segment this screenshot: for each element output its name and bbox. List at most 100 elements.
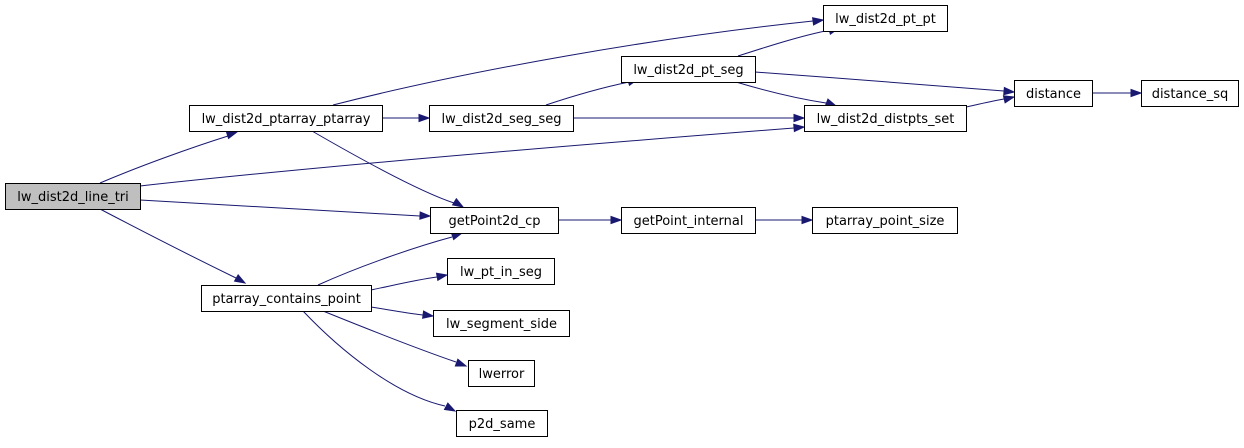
edge-lw-dist2d-ptarray-ptarray-to-getPoint2d-cp bbox=[311, 130, 465, 208]
node-lw-dist2d-distpts-set[interactable]: lw_dist2d_distpts_set bbox=[804, 105, 967, 132]
edge-lw-dist2d-line-tri-to-ptarray-contains-point bbox=[99, 208, 247, 284]
edge-line bbox=[317, 236, 453, 286]
edge-line bbox=[139, 127, 795, 187]
arrowhead-icon bbox=[233, 274, 247, 284]
edge-lw-dist2d-distpts-set-to-distance bbox=[965, 95, 1016, 108]
node-label: lw_dist2d_pt_seg bbox=[633, 63, 743, 78]
arrowhead-icon bbox=[443, 402, 457, 412]
edge-line bbox=[370, 276, 438, 291]
node-lw-dist2d-seg-seg[interactable]: lw_dist2d_seg_seg bbox=[429, 105, 574, 132]
node-label: ptarray_point_size bbox=[826, 214, 945, 229]
edge-ptarray-contains-point-to-lw-segment-side bbox=[370, 306, 435, 319]
arrowhead-icon bbox=[225, 131, 239, 140]
edge-lw-dist2d-ptarray-ptarray-to-lw-dist2d-seg-seg bbox=[382, 113, 431, 123]
node-getPoint-internal[interactable]: getPoint_internal bbox=[621, 207, 756, 234]
edge-line bbox=[322, 310, 457, 363]
edge-lw-dist2d-line-tri-to-lw-dist2d-distpts-set bbox=[139, 123, 806, 187]
edge-line bbox=[139, 199, 421, 217]
node-box bbox=[447, 258, 555, 285]
node-ptarray-point-size[interactable]: ptarray_point_size bbox=[812, 207, 958, 234]
edge-line bbox=[332, 20, 814, 106]
node-box bbox=[621, 56, 756, 83]
node-box bbox=[621, 207, 756, 234]
node-lw-segment-side[interactable]: lw_segment_side bbox=[433, 310, 570, 337]
node-label: lw_dist2d_line_tri bbox=[17, 190, 129, 205]
node-box bbox=[823, 5, 948, 32]
edge-ptarray-contains-point-to-p2d-same bbox=[302, 310, 457, 412]
arrowhead-icon bbox=[812, 17, 825, 26]
edge-getPoint-internal-to-ptarray-point-size bbox=[755, 215, 814, 225]
edge-line bbox=[370, 306, 424, 316]
edge-line bbox=[99, 208, 237, 279]
node-layer: lw_dist2d_line_tri lw_dist2d_ptarray_ptar… bbox=[5, 5, 1239, 437]
node-box bbox=[456, 410, 548, 437]
edge-line bbox=[545, 81, 630, 106]
node-box bbox=[812, 207, 958, 234]
edge-lw-dist2d-ptarray-ptarray-to-lw-dist2d-pt-pt bbox=[332, 17, 825, 106]
arrowhead-icon bbox=[454, 358, 468, 367]
node-ptarray-contains-point[interactable]: ptarray_contains_point bbox=[201, 285, 372, 312]
arrowhead-icon bbox=[801, 215, 814, 225]
node-label: distance_sq bbox=[1152, 87, 1229, 102]
node-box bbox=[1014, 80, 1093, 107]
node-lw-dist2d-pt-seg[interactable]: lw_dist2d_pt_seg bbox=[621, 56, 756, 83]
edge-lw-dist2d-line-tri-to-lw-dist2d-ptarray-ptarray bbox=[99, 131, 239, 184]
node-label: lw_dist2d_ptarray_ptarray bbox=[202, 112, 371, 127]
edge-lw-dist2d-seg-seg-to-lw-dist2d-distpts-set bbox=[573, 113, 806, 123]
edge-line bbox=[311, 130, 455, 204]
arrowhead-icon bbox=[422, 310, 435, 319]
edge-lw-dist2d-pt-seg-to-distance bbox=[754, 71, 1016, 96]
edge-line bbox=[754, 71, 1005, 92]
node-box bbox=[804, 105, 967, 132]
edge-ptarray-contains-point-to-lwerror bbox=[322, 310, 468, 367]
node-lw-dist2d-pt-pt[interactable]: lw_dist2d_pt_pt bbox=[823, 5, 948, 32]
edge-lw-dist2d-pt-seg-to-lw-dist2d-distpts-set bbox=[735, 81, 838, 107]
node-p2d-same[interactable]: p2d_same bbox=[456, 410, 548, 437]
node-label: lw_segment_side bbox=[446, 317, 557, 332]
node-box bbox=[429, 105, 574, 132]
node-label: lwerror bbox=[479, 367, 525, 382]
edge-getPoint2d-cp-to-getPoint-internal bbox=[558, 215, 623, 225]
node-box bbox=[201, 285, 372, 312]
node-box bbox=[430, 207, 559, 234]
node-distance-sq[interactable]: distance_sq bbox=[1141, 80, 1239, 107]
node-label: getPoint_internal bbox=[633, 214, 743, 229]
edge-ptarray-contains-point-to-lw-pt-in-seg bbox=[370, 272, 449, 291]
edge-lw-dist2d-line-tri-to-getPoint2d-cp bbox=[139, 199, 432, 220]
node-box bbox=[189, 105, 383, 132]
node-label: lw_pt_in_seg bbox=[460, 265, 542, 280]
node-lw-pt-in-seg[interactable]: lw_pt_in_seg bbox=[447, 258, 555, 285]
edge-layer bbox=[99, 17, 1143, 412]
node-box bbox=[1141, 80, 1239, 107]
node-distance[interactable]: distance bbox=[1014, 80, 1093, 107]
edge-line bbox=[735, 81, 827, 104]
node-getPoint2d-cp[interactable]: getPoint2d_cp bbox=[430, 207, 559, 234]
node-lw-dist2d-line-tri[interactable]: lw_dist2d_line_tri bbox=[5, 183, 141, 210]
node-lw-dist2d-ptarray-ptarray[interactable]: lw_dist2d_ptarray_ptarray bbox=[189, 105, 383, 132]
arrowhead-icon bbox=[418, 113, 431, 123]
edge-line bbox=[965, 98, 1005, 108]
node-box bbox=[468, 360, 535, 387]
arrowhead-icon bbox=[1130, 88, 1143, 98]
arrowhead-icon bbox=[793, 113, 806, 123]
arrowhead-icon bbox=[1003, 86, 1016, 96]
arrowhead-icon bbox=[824, 98, 838, 107]
arrowhead-icon bbox=[419, 211, 432, 220]
arrowhead-icon bbox=[610, 215, 623, 225]
node-box bbox=[5, 183, 141, 210]
edge-line bbox=[302, 310, 446, 407]
edge-line bbox=[99, 135, 229, 184]
edge-distance-to-distance-sq bbox=[1092, 88, 1143, 98]
node-box bbox=[433, 310, 570, 337]
arrowhead-icon bbox=[451, 197, 465, 208]
node-label: p2d_same bbox=[469, 417, 536, 432]
arrowhead-icon bbox=[793, 123, 806, 133]
edge-line bbox=[737, 29, 831, 57]
node-label: lw_dist2d_distpts_set bbox=[817, 112, 955, 127]
node-label: lw_dist2d_pt_pt bbox=[835, 12, 936, 27]
node-lwerror[interactable]: lwerror bbox=[468, 360, 535, 387]
node-label: ptarray_contains_point bbox=[212, 292, 361, 307]
node-label: lw_dist2d_seg_seg bbox=[441, 112, 561, 127]
